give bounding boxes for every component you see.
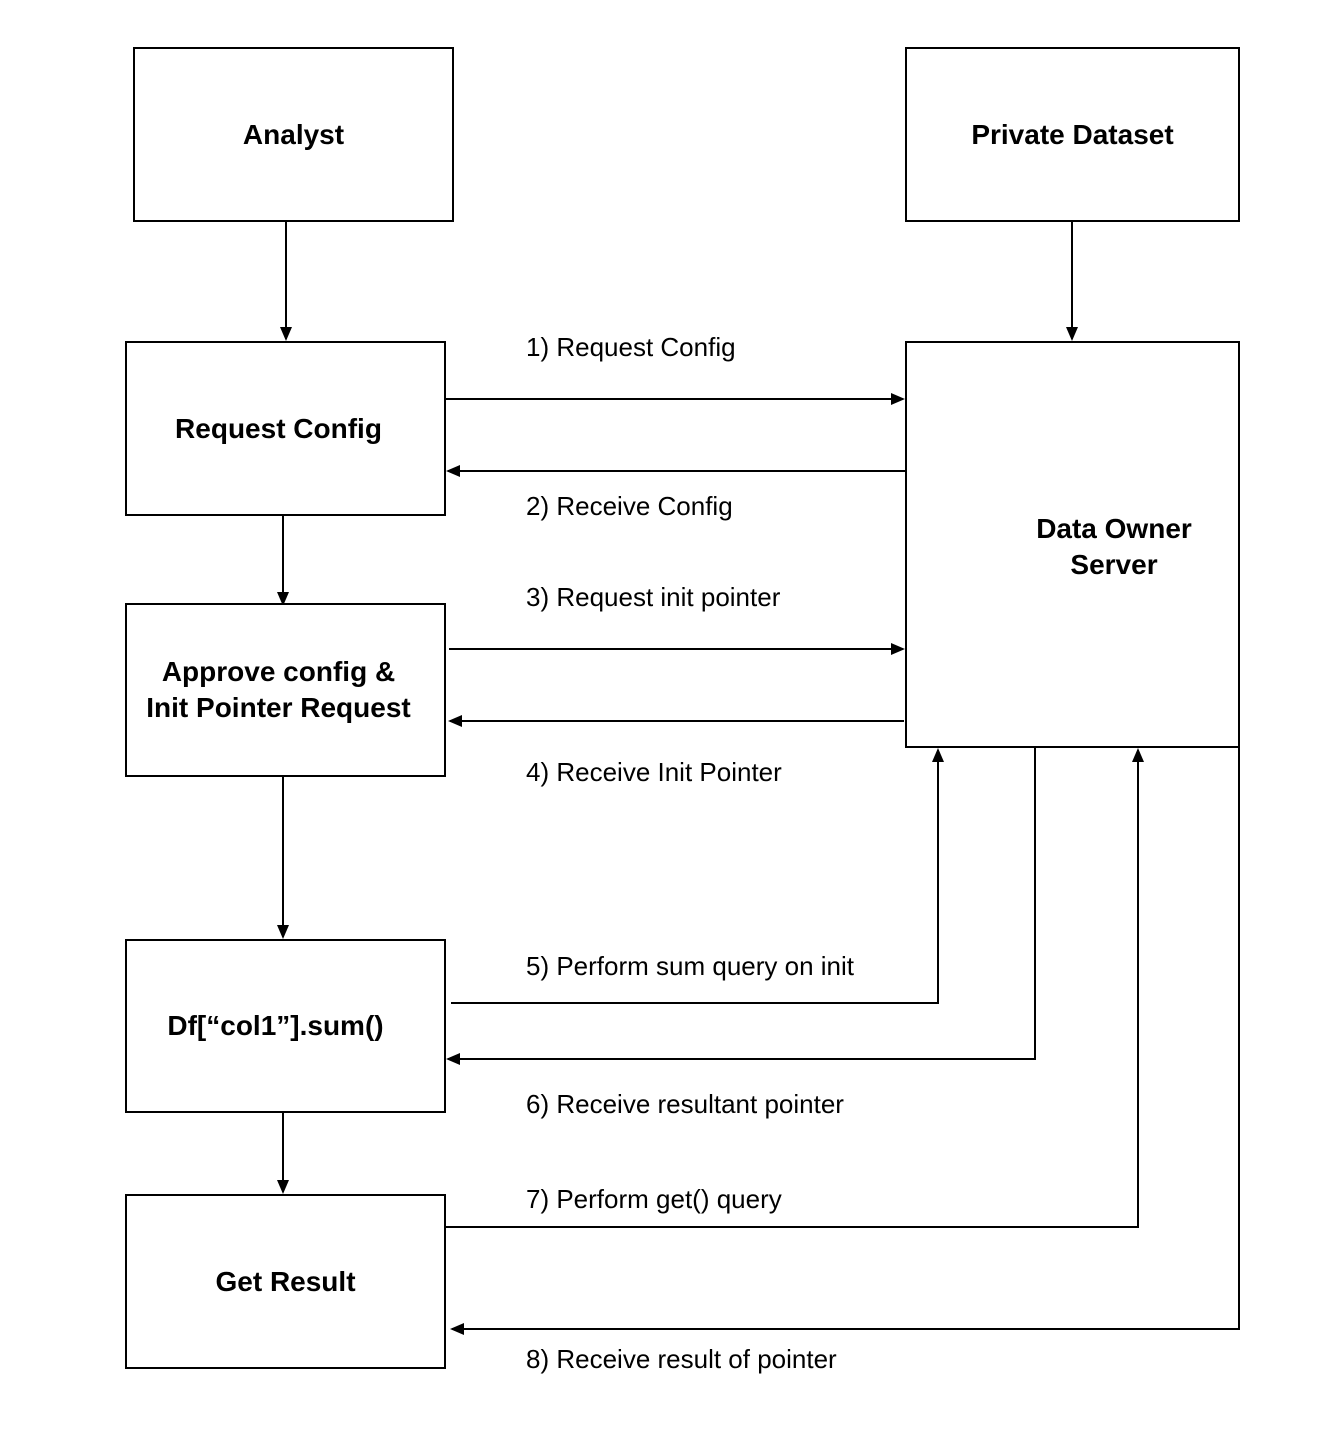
step-label-5: 5) Perform sum query on init: [526, 951, 855, 981]
node-approve-config-label: Approve config & Init Pointer Request: [146, 656, 411, 723]
node-sum-query-label: Df[“col1”].sum(): [167, 1010, 384, 1041]
node-get-result: Get Result: [125, 1194, 446, 1369]
step-label-6: 6) Receive resultant pointer: [526, 1089, 844, 1119]
node-request-config-label: Request Config: [175, 412, 382, 444]
node-sum-query: Df[“col1”].sum(): [125, 939, 446, 1113]
step-label-7: 7) Perform get() query: [526, 1184, 782, 1214]
step-label-3: 3) Request init pointer: [526, 582, 781, 612]
node-get-result-label: Get Result: [215, 1265, 356, 1297]
arrow-step-8: [450, 748, 1240, 1335]
arrow-step-6: [446, 748, 1036, 1065]
step-label-2: 2) Receive Config: [526, 491, 733, 521]
arrow-step-7: [446, 748, 1144, 1228]
node-data-owner-server-label: Data Owner Server: [1036, 513, 1192, 580]
node-approve-config: Approve config & Init Pointer Request: [125, 603, 446, 777]
step-label-4: 4) Receive Init Pointer: [526, 757, 782, 787]
node-analyst: Analyst: [133, 47, 454, 222]
node-request-config: Request Config: [125, 341, 446, 516]
node-analyst-label: Analyst: [242, 118, 345, 150]
step-label-1: 1) Request Config: [526, 332, 736, 362]
node-data-owner-server: Data Owner Server: [905, 341, 1240, 748]
node-private-dataset-label: Private Dataset: [971, 118, 1174, 150]
node-private-dataset: Private Dataset: [905, 47, 1240, 222]
arrow-step-5: [451, 748, 944, 1004]
step-label-8: 8) Receive result of pointer: [526, 1344, 837, 1374]
